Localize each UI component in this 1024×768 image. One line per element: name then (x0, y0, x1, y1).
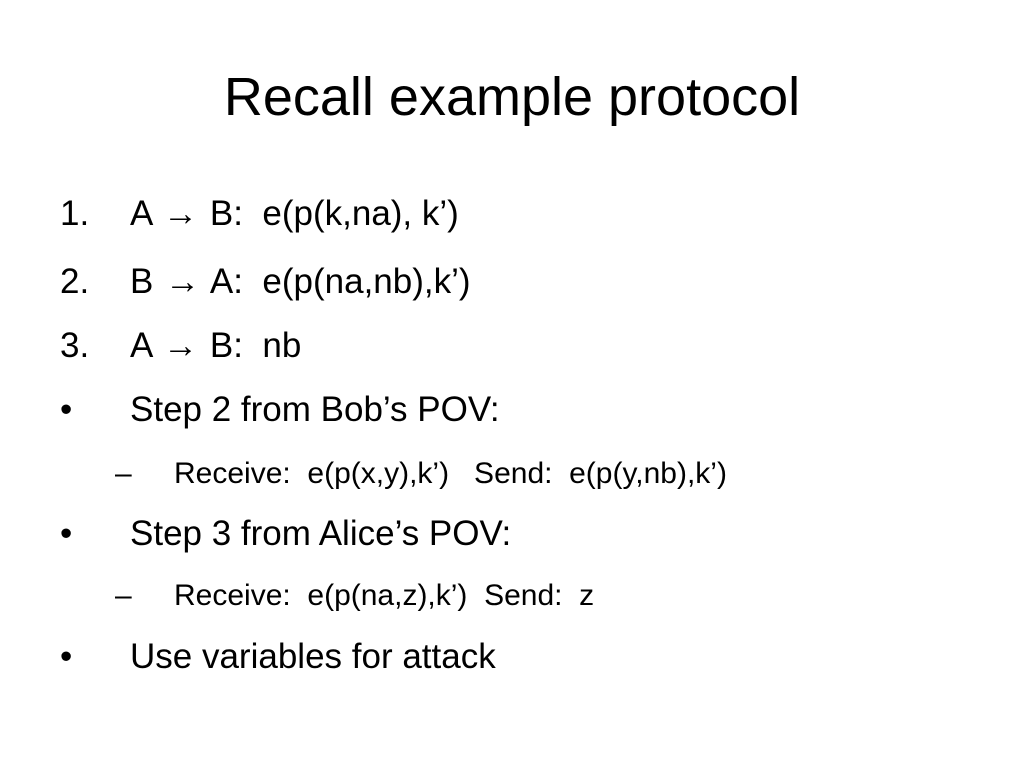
protocol-step-2: 2. B → A: e(p(na,nb),k’) (0, 262, 471, 382)
sub-bullet-text: Receive: e(p(x,y),k’) Send: e(p(y,nb),k’… (174, 457, 727, 490)
message: nb (242, 326, 302, 365)
bullet-text: Use variables for attack (130, 637, 496, 676)
sub-bullet-text: Receive: e(p(na,z),k’) Send: z (174, 579, 595, 612)
message: e(p(na,nb),k’) (242, 262, 471, 301)
sub-bullet-item: – Receive: e(p(na,z),k’) Send: z (0, 576, 594, 696)
protocol-step-text: A → B: e(p(k,na), k’) (130, 194, 459, 234)
protocol-step-1: 1. A → B: e(p(k,na), k’) (0, 194, 459, 314)
bullet-item: • Use variables for attack (0, 637, 496, 757)
protocol-step-3: 3. A → B: nb (0, 326, 301, 446)
bullet-item: • Step 3 from Alice’s POV: (0, 514, 511, 634)
sender: A (130, 326, 162, 365)
arrow-right-icon: → (163, 194, 199, 233)
slide-title: Recall example protocol (223, 67, 801, 127)
sender: A (130, 194, 162, 233)
arrow-right-icon: → (163, 326, 199, 365)
receiver: B: (200, 194, 243, 233)
message: e(p(k,na), k’) (242, 194, 459, 233)
receiver: A: (202, 262, 243, 301)
bullet-text: Step 3 from Alice’s POV: (130, 514, 512, 553)
arrow-right-icon: → (165, 262, 201, 301)
protocol-step-text: A → B: nb (130, 326, 301, 366)
list-number: 2. (60, 262, 90, 301)
sub-bullet-item: – Receive: e(p(x,y),k’) Send: e(p(y,nb),… (0, 454, 727, 574)
list-number: 1. (60, 194, 90, 233)
protocol-step-text: B → A: e(p(na,nb),k’) (130, 262, 471, 302)
dash-icon: – (115, 579, 132, 612)
dash-icon: – (115, 457, 132, 490)
bullet-item: • Step 2 from Bob’s POV: (0, 390, 500, 510)
list-number: 3. (60, 326, 90, 365)
receiver: B: (200, 326, 243, 365)
bullet-icon: • (60, 390, 73, 429)
bullet-icon: • (60, 514, 73, 553)
sender: B (130, 262, 164, 301)
bullet-icon: • (60, 637, 73, 676)
bullet-text: Step 2 from Bob’s POV: (130, 390, 500, 429)
